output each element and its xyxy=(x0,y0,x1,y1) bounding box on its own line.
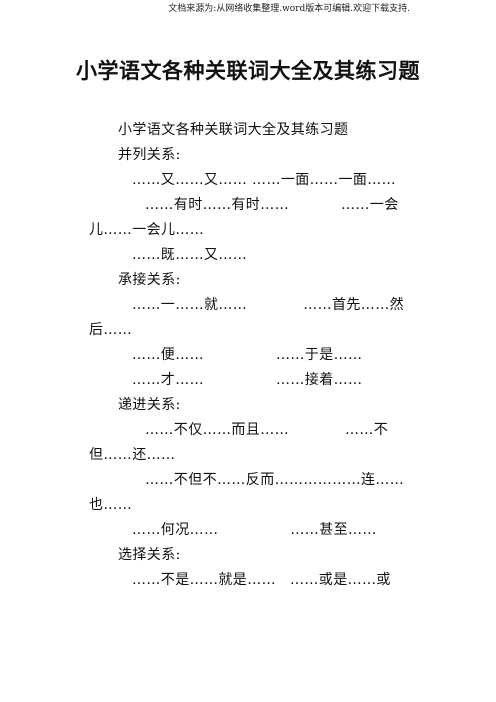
list-item: ……才…… xyxy=(132,372,204,388)
list-item: ……或是……或 xyxy=(290,572,391,588)
list-item-row: ……何况…… ……甚至…… xyxy=(89,518,419,543)
source-note: 文档来源为:从网络收集整理.word版本可编辑.欢迎下载支持. xyxy=(168,4,410,14)
list-item: ……便…… xyxy=(132,347,204,363)
document-body: 小学语文各种关联词大全及其练习题 并列关系: ……又……又…… ……一面……一面… xyxy=(89,118,419,593)
list-item: ……又……又…… ……一面……一面…… xyxy=(132,172,397,188)
list-item: 也…… xyxy=(89,497,133,513)
list-item: 但……还…… xyxy=(89,447,176,463)
section-heading: 承接关系: xyxy=(118,272,181,288)
list-item: ……不仅……而且…… xyxy=(145,422,289,438)
list-item: ……首先……然 xyxy=(303,297,405,313)
section-heading: 选择关系: xyxy=(118,547,181,563)
list-item: ……不 xyxy=(345,422,389,438)
list-item-row: ……才…… ……接着…… xyxy=(89,368,419,393)
list-item-row: ……不仅……而且…… ……不 xyxy=(89,418,419,443)
list-item: ……有时……有时…… xyxy=(145,197,289,213)
list-item: ……接着…… xyxy=(276,372,363,388)
list-item: 儿……一会儿…… xyxy=(89,222,205,238)
list-item-row: ……不是……就是…… ……或是……或 xyxy=(89,568,419,593)
list-item: 后…… xyxy=(89,322,133,338)
list-item-row: ……便…… ……于是…… xyxy=(89,343,419,368)
list-item: ……一会 xyxy=(341,197,399,213)
document-title: 小学语文各种关联词大全及其练习题 xyxy=(76,59,420,83)
list-item: ……甚至…… xyxy=(290,522,377,538)
list-item: ……既……又…… xyxy=(132,247,248,263)
list-item: ……何况…… xyxy=(132,522,219,538)
list-item-row: ……有时……有时…… ……一会 xyxy=(89,193,419,218)
list-item: ……不是……就是…… xyxy=(132,572,276,588)
list-item-row: ……一……就…… ……首先……然 xyxy=(89,293,419,318)
section-heading: 递进关系: xyxy=(118,397,181,413)
list-item: ……于是…… xyxy=(276,347,363,363)
list-item: ……不但不……反而………………连…… xyxy=(145,472,405,488)
document-subtitle: 小学语文各种关联词大全及其练习题 xyxy=(118,122,349,138)
list-item: ……一……就…… xyxy=(132,297,248,313)
section-heading: 并列关系: xyxy=(118,147,181,163)
